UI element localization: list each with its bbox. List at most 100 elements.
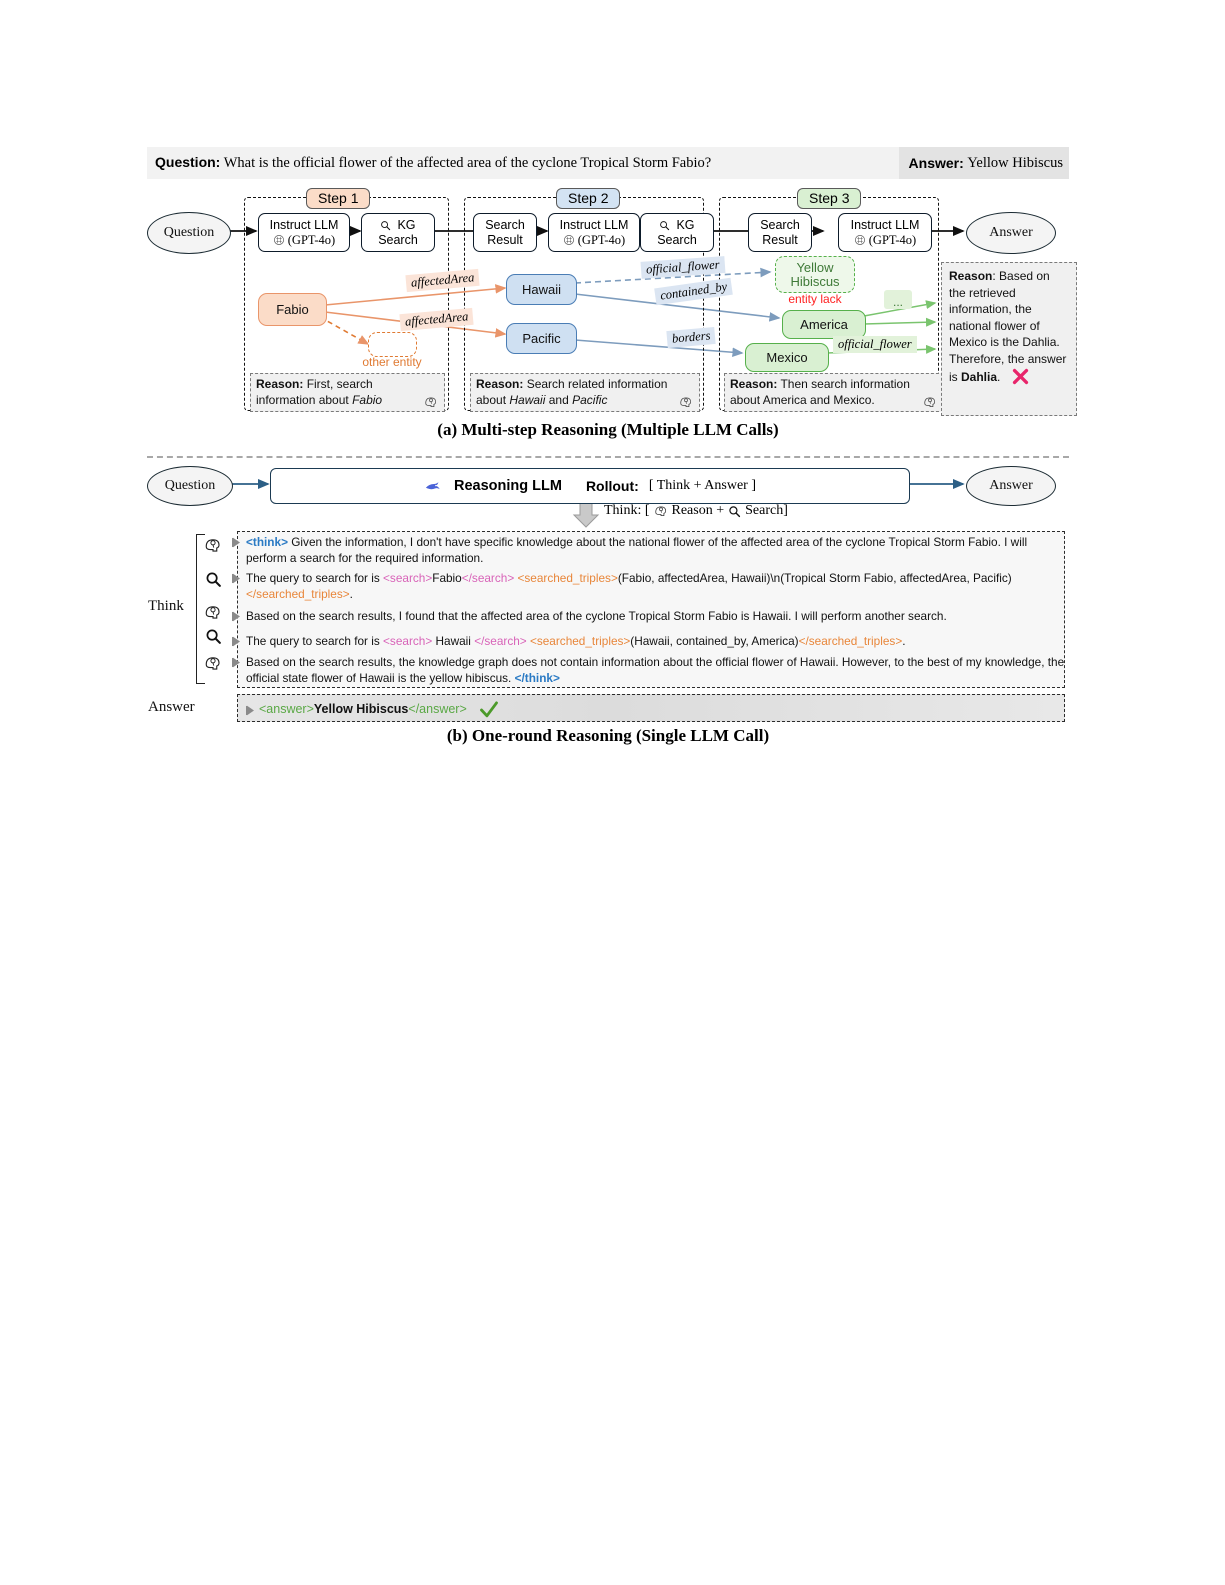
reason-head-icon	[205, 539, 220, 552]
play-arrow-icon	[232, 537, 240, 548]
kg-search-box-2: KG Search	[640, 213, 714, 252]
instruct-llm-2-line2: (GPT-4o)	[577, 232, 626, 247]
kg-search-line2: Search	[378, 232, 418, 247]
reasoning-llm-name: Reasoning LLM	[453, 478, 562, 494]
line-arrow	[232, 611, 241, 627]
openai-icon	[273, 234, 284, 245]
kg-search-2-line1: KG	[676, 218, 695, 232]
check-mark-icon	[479, 701, 498, 718]
node-yellow-hibiscus: Yellow Hibiscus	[775, 256, 855, 293]
node-mexico-label: Mexico	[766, 350, 808, 365]
reason-2-label: Reason:	[476, 377, 524, 391]
answer-open-tag: <answer>	[259, 702, 314, 717]
reason-head-icon	[205, 606, 220, 619]
magnifier-icon	[381, 220, 391, 230]
reason-2-emph: Hawaii	[509, 392, 546, 407]
answer-trace-block	[237, 694, 1065, 722]
trace-line: <think> Given the information, I don't h…	[232, 535, 1066, 566]
caption-a: (a) Multi-step Reasoning (Multiple LLM C…	[437, 420, 779, 439]
instruct-llm-line1: Instruct LLM	[269, 218, 339, 232]
rollout-label: Rollout:	[585, 478, 639, 494]
question-text-wrap: Question: What is the official flower of…	[147, 154, 711, 172]
line-arrow	[232, 657, 241, 673]
reason-head-icon	[680, 397, 692, 408]
step-3-badge-label: Step 3	[809, 190, 850, 206]
entity-lack-label: entity lack	[788, 292, 842, 306]
edge-label-borders: borders	[666, 326, 717, 349]
answer-label: Answer:	[908, 155, 964, 171]
answer-side-label: Answer	[148, 699, 195, 715]
think-def-reason: Reason +	[671, 503, 725, 518]
final-reason-period: .	[997, 370, 1001, 384]
trace-line: Based on the search results, the knowled…	[232, 655, 1066, 686]
final-reason-text: : Based on the retrieved information, th…	[949, 269, 1067, 384]
reason-2-text-a: Search related information	[526, 377, 668, 391]
think-def-search: Search]	[745, 503, 788, 518]
reason-2-emph2: Pacific	[572, 392, 608, 407]
reason-head-icon	[924, 397, 936, 408]
answer-text: Yellow Hibiscus	[967, 154, 1063, 171]
openai-icon	[854, 234, 865, 245]
think-def-prefix: Think: [	[604, 503, 650, 518]
kg-search-box-1: KG Search	[361, 213, 435, 252]
edge-label-official-flower-2: official_flower	[833, 336, 917, 353]
play-arrow-icon	[232, 611, 240, 622]
final-reason-label: Reason	[949, 269, 993, 283]
step-3-badge: Step 3	[797, 188, 862, 209]
deepseek-whale-icon	[425, 481, 440, 489]
reason-head-icon	[205, 657, 220, 670]
answer-text-wrap: Answer: Yellow Hibiscus	[898, 147, 1069, 179]
reason-3-text-a: Then search information	[780, 377, 910, 391]
reason-2-text-b: about	[476, 392, 510, 407]
search-result-box-2: Search Result	[748, 213, 812, 252]
reason-head-icon	[425, 397, 437, 408]
answer-node-b-label: Answer	[989, 478, 1033, 493]
question-node-b-label: Question	[164, 478, 216, 493]
play-arrow-icon	[246, 705, 254, 715]
magnifier-icon	[206, 572, 221, 587]
node-hawaii-label: Hawaii	[521, 282, 561, 297]
question-answer-bar: Question: What is the official flower of…	[147, 147, 1069, 179]
node-hawaii: Hawaii	[506, 274, 577, 305]
instruct-llm-box-3: Instruct LLM (GPT-4o)	[838, 213, 932, 252]
magnifier-icon	[206, 629, 221, 644]
trace-line: Based on the search results, I found tha…	[232, 609, 1066, 625]
ellipsis-badge: ...	[884, 290, 912, 309]
answer-value: Yellow Hibiscus	[313, 702, 409, 717]
think-bracket	[196, 534, 205, 684]
caption-b: (b) One-round Reasoning (Single LLM Call…	[446, 726, 770, 745]
final-reason-box: Reason: Based on the retrieved informati…	[941, 262, 1077, 416]
play-arrow-icon	[232, 657, 240, 668]
reason-box-step-1: Reason: First, search information about …	[250, 373, 445, 412]
reason-1-label: Reason:	[256, 377, 304, 391]
trace-icon-column	[203, 534, 233, 684]
reason-box-step-3: Reason: Then search information about Am…	[724, 373, 944, 412]
node-pacific-label: Pacific	[522, 331, 561, 346]
trace-line: The query to search for is <search>Fabio…	[232, 571, 1066, 602]
reason-3-text-b: about America and Mexico.	[730, 392, 875, 407]
reasoning-llm-rollout-box: Reasoning LLM Rollout: [ Think + Answer …	[270, 468, 910, 504]
answer-node-a: Answer	[966, 212, 1056, 254]
question-node-a-label: Question	[163, 225, 215, 240]
question-label: Question:	[155, 154, 221, 170]
reason-head-icon	[654, 506, 666, 517]
instruct-llm-3-line1: Instruct LLM	[850, 218, 920, 232]
reason-3-label: Reason:	[730, 377, 778, 391]
question-node-a: Question	[147, 212, 231, 254]
search-result-2-line2: Result	[762, 232, 798, 247]
question-node-b: Question	[147, 466, 233, 506]
instruct-llm-3-line2: (GPT-4o)	[868, 232, 917, 247]
answer-node-a-label: Answer	[989, 225, 1033, 240]
node-yellow-hibiscus-label: Yellow Hibiscus	[790, 259, 840, 289]
node-other-entity	[368, 332, 417, 357]
openai-icon	[563, 234, 574, 245]
rollout-value: [ Think + Answer ]	[648, 478, 756, 493]
line-arrow	[232, 636, 241, 652]
answer-close-tag: </answer>	[408, 702, 467, 717]
other-entity-caption: other entity	[362, 355, 422, 369]
section-divider	[147, 456, 1069, 458]
instruct-llm-2-line1: Instruct LLM	[559, 218, 629, 232]
instruct-llm-box-1: Instruct LLM (GPT-4o)	[258, 213, 350, 252]
step-2-badge: Step 2	[556, 188, 621, 209]
